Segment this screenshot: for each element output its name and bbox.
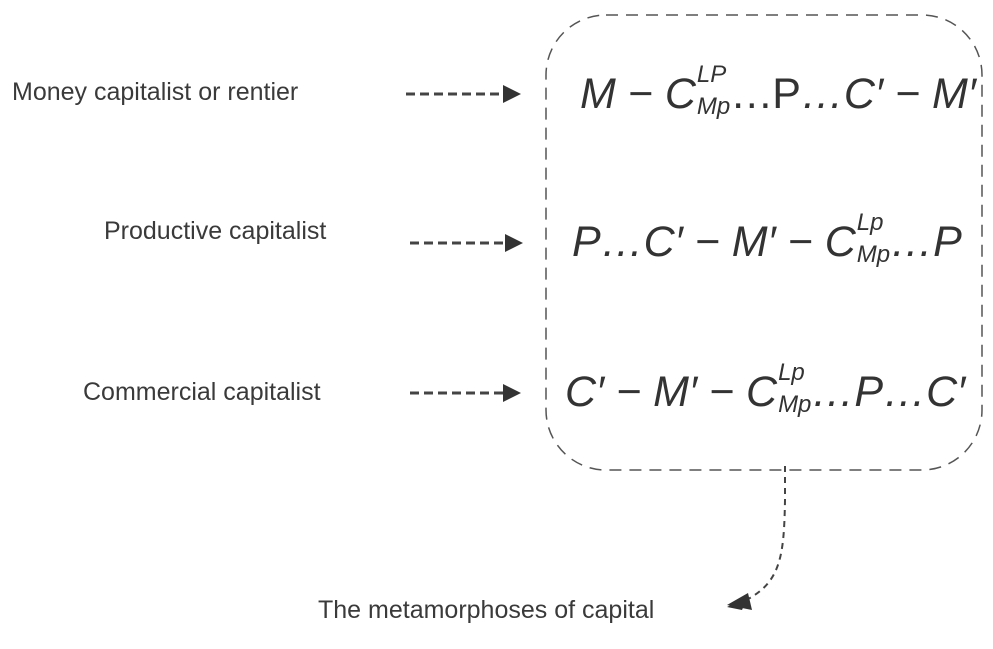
formula-pre: P…C′ − M′ − C — [572, 218, 856, 266]
role-label-money-capitalist: Money capitalist or rentier — [12, 78, 299, 106]
formula-pre: C′ − M′ − C — [565, 368, 778, 416]
role-label-productive-capitalist: Productive capitalist — [104, 217, 327, 245]
arrow-productive-capitalist — [410, 234, 523, 252]
formula-subscript: Mp — [778, 390, 812, 418]
arrow-money-capitalist — [406, 85, 521, 103]
formula-pre: M − C — [580, 70, 696, 118]
metamorphoses-label: The metamorphoses of capital — [318, 596, 655, 624]
formula-superscript: LP — [696, 60, 727, 88]
formula-post: …P — [890, 218, 962, 266]
formula-upright-p: P — [772, 70, 801, 118]
formula-dots: … — [730, 70, 773, 118]
formula-subscript: Mp — [856, 240, 891, 268]
formula-superscript: Lp — [856, 208, 884, 236]
formula-post: …C′ − M′ — [800, 70, 976, 118]
formula-sup-sub: LP Mp — [696, 62, 731, 121]
arrow-commercial-capitalist — [410, 384, 521, 402]
formula-subscript: Mp — [696, 92, 731, 120]
formula-post: …P…C′ — [811, 368, 966, 416]
formula-superscript: Lp — [778, 358, 805, 386]
role-label-commercial-capitalist: Commercial capitalist — [83, 378, 321, 406]
arrow-to-metamorphoses — [727, 466, 786, 610]
